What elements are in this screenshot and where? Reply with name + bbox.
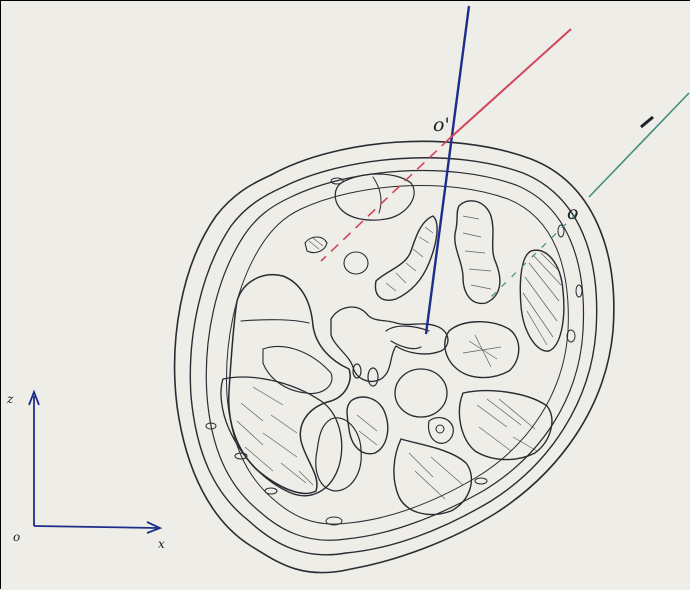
axis-x-label: x [158,537,165,551]
label-o: o [567,202,578,224]
axis-z-label: z [6,392,14,406]
axis-origin-label: o [13,530,20,544]
label-o-prime: o' [433,114,450,136]
